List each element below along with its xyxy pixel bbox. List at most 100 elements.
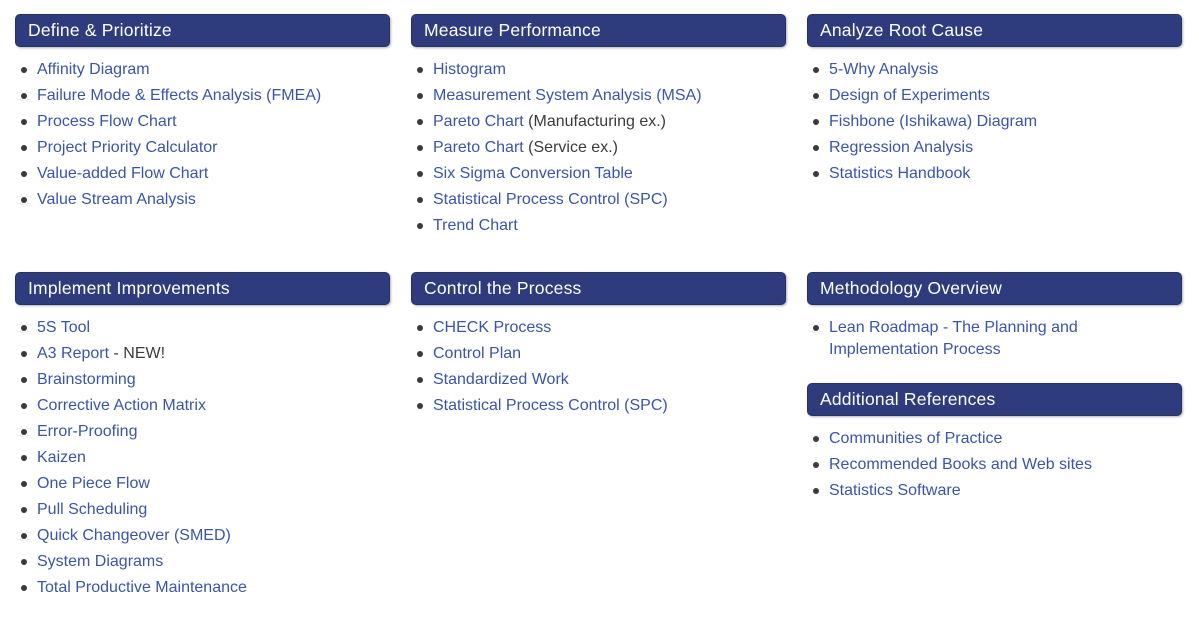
tool-list-item: Process Flow Chart — [15, 111, 390, 133]
tool-link[interactable]: Kaizen — [37, 449, 86, 466]
tool-list-item: Error-Proofing — [15, 421, 390, 443]
tool-list-item: Design of Experiments — [807, 85, 1182, 107]
tool-list-item: Trend Chart — [411, 215, 786, 237]
tool-link[interactable]: Brainstorming — [37, 371, 136, 388]
section-header-methodology-overview: Methodology Overview — [807, 272, 1182, 305]
section-header-additional-references: Additional References — [807, 383, 1182, 416]
tool-link[interactable]: Pull Scheduling — [37, 501, 148, 518]
tool-list-item: 5-Why Analysis — [807, 59, 1182, 81]
tool-link[interactable]: Value Stream Analysis — [37, 191, 196, 208]
tool-list-item: Statistics Handbook — [807, 163, 1182, 185]
section-title: Measure Performance — [424, 20, 601, 40]
tool-link[interactable]: Trend Chart — [433, 217, 518, 234]
tool-list-item: Value-added Flow Chart — [15, 163, 390, 185]
section-title: Implement Improvements — [28, 278, 230, 298]
section-title: Methodology Overview — [820, 278, 1002, 298]
tool-link[interactable]: Fishbone (Ishikawa) Diagram — [829, 113, 1038, 130]
section-header-implement-improvements: Implement Improvements — [15, 272, 390, 305]
tool-link[interactable]: Project Priority Calculator — [37, 139, 218, 156]
tool-link[interactable]: Recommended Books and Web sites — [829, 456, 1092, 473]
tool-list-item: Standardized Work — [411, 369, 786, 391]
tool-list-item: Recommended Books and Web sites — [807, 454, 1182, 476]
tool-list-item: Value Stream Analysis — [15, 189, 390, 211]
tool-list-item: Affinity Diagram — [15, 59, 390, 81]
section-header-analyze-root-cause: Analyze Root Cause — [807, 14, 1182, 47]
tool-list-item: Brainstorming — [15, 369, 390, 391]
tool-link[interactable]: Communities of Practice — [829, 430, 1003, 447]
tool-link[interactable]: Process Flow Chart — [37, 113, 177, 130]
section-header-define-prioritize: Define & Prioritize — [15, 14, 390, 47]
section-title: Additional References — [820, 389, 996, 409]
tool-link[interactable]: 5S Tool — [37, 319, 91, 336]
tool-link-suffix: - NEW! — [109, 345, 166, 362]
tool-link[interactable]: Corrective Action Matrix — [37, 397, 206, 414]
tool-list-item: Fishbone (Ishikawa) Diagram — [807, 111, 1182, 133]
section-implement-improvements: Implement Improvements 5S Tool A3 Report … — [15, 272, 390, 599]
tool-link[interactable]: Six Sigma Conversion Table — [433, 165, 633, 182]
tool-list-item: One Piece Flow — [15, 473, 390, 495]
tool-link[interactable]: 5-Why Analysis — [829, 61, 939, 78]
tool-link[interactable]: System Diagrams — [37, 553, 164, 570]
tool-list-item: Project Priority Calculator — [15, 137, 390, 159]
tool-list-item: Pareto Chart (Service ex.) — [411, 137, 786, 159]
tool-list-item: Communities of Practice — [807, 428, 1182, 450]
tool-link[interactable]: Total Productive Maintenance — [37, 579, 247, 596]
tool-link[interactable]: Regression Analysis — [829, 139, 974, 156]
tool-link-suffix: (Manufacturing ex.) — [523, 113, 666, 130]
tool-link[interactable]: Statistics Handbook — [829, 165, 971, 182]
tool-list-item: Quick Changeover (SMED) — [15, 525, 390, 547]
tool-link[interactable]: Statistics Software — [829, 482, 961, 499]
tool-list-item: Failure Mode & Effects Analysis (FMEA) — [15, 85, 390, 107]
section-additional-references: Additional References Communities of Pra… — [807, 383, 1182, 502]
tool-link[interactable]: Control Plan — [433, 345, 522, 362]
tool-list-item: 5S Tool — [15, 317, 390, 339]
tool-list-item: A3 Report - NEW! — [15, 343, 390, 365]
tool-link[interactable]: Affinity Diagram — [37, 61, 150, 78]
tool-link[interactable]: One Piece Flow — [37, 475, 150, 492]
tool-link[interactable]: Measurement System Analysis (MSA) — [433, 87, 702, 104]
section-header-control-the-process: Control the Process — [411, 272, 786, 305]
tool-link[interactable]: Pareto Chart — [433, 139, 524, 156]
tool-list-item: Kaizen — [15, 447, 390, 469]
tool-list-item: Statistical Process Control (SPC) — [411, 395, 786, 417]
tool-link[interactable]: Standardized Work — [433, 371, 569, 388]
tool-list-item: Statistical Process Control (SPC) — [411, 189, 786, 211]
section-methodology-overview: Methodology Overview Lean Roadmap - The … — [807, 272, 1182, 361]
tool-link[interactable]: Value-added Flow Chart — [37, 165, 209, 182]
tool-list-item: Regression Analysis — [807, 137, 1182, 159]
tool-link[interactable]: Lean Roadmap - The Planning and Implemen… — [829, 319, 1078, 358]
tool-link[interactable]: Statistical Process Control (SPC) — [433, 397, 668, 414]
tool-link[interactable]: Error-Proofing — [37, 423, 138, 440]
tool-list-item: Histogram — [411, 59, 786, 81]
tool-list-item: Measurement System Analysis (MSA) — [411, 85, 786, 107]
tool-link[interactable]: Statistical Process Control (SPC) — [433, 191, 668, 208]
tool-list-item: Six Sigma Conversion Table — [411, 163, 786, 185]
tool-link[interactable]: Failure Mode & Effects Analysis (FMEA) — [37, 87, 322, 104]
tool-list-methodology-overview: Lean Roadmap - The Planning and Implemen… — [807, 317, 1182, 361]
tool-link[interactable]: Pareto Chart — [433, 113, 524, 130]
tool-link[interactable]: Design of Experiments — [829, 87, 990, 104]
tool-list-item: System Diagrams — [15, 551, 390, 573]
section-title: Define & Prioritize — [28, 20, 172, 40]
tool-link[interactable]: A3 Report — [37, 345, 110, 362]
section-title: Control the Process — [424, 278, 582, 298]
grid-cell-methodology-and-references: Methodology Overview Lean Roadmap - The … — [807, 272, 1182, 506]
tool-list-item: Corrective Action Matrix — [15, 395, 390, 417]
section-header-measure-performance: Measure Performance — [411, 14, 786, 47]
tool-link[interactable]: CHECK Process — [433, 319, 552, 336]
tool-link[interactable]: Quick Changeover (SMED) — [37, 527, 231, 544]
tool-link[interactable]: Histogram — [433, 61, 506, 78]
grid-cell-implement-improvements: Implement Improvements 5S Tool A3 Report … — [15, 272, 390, 603]
